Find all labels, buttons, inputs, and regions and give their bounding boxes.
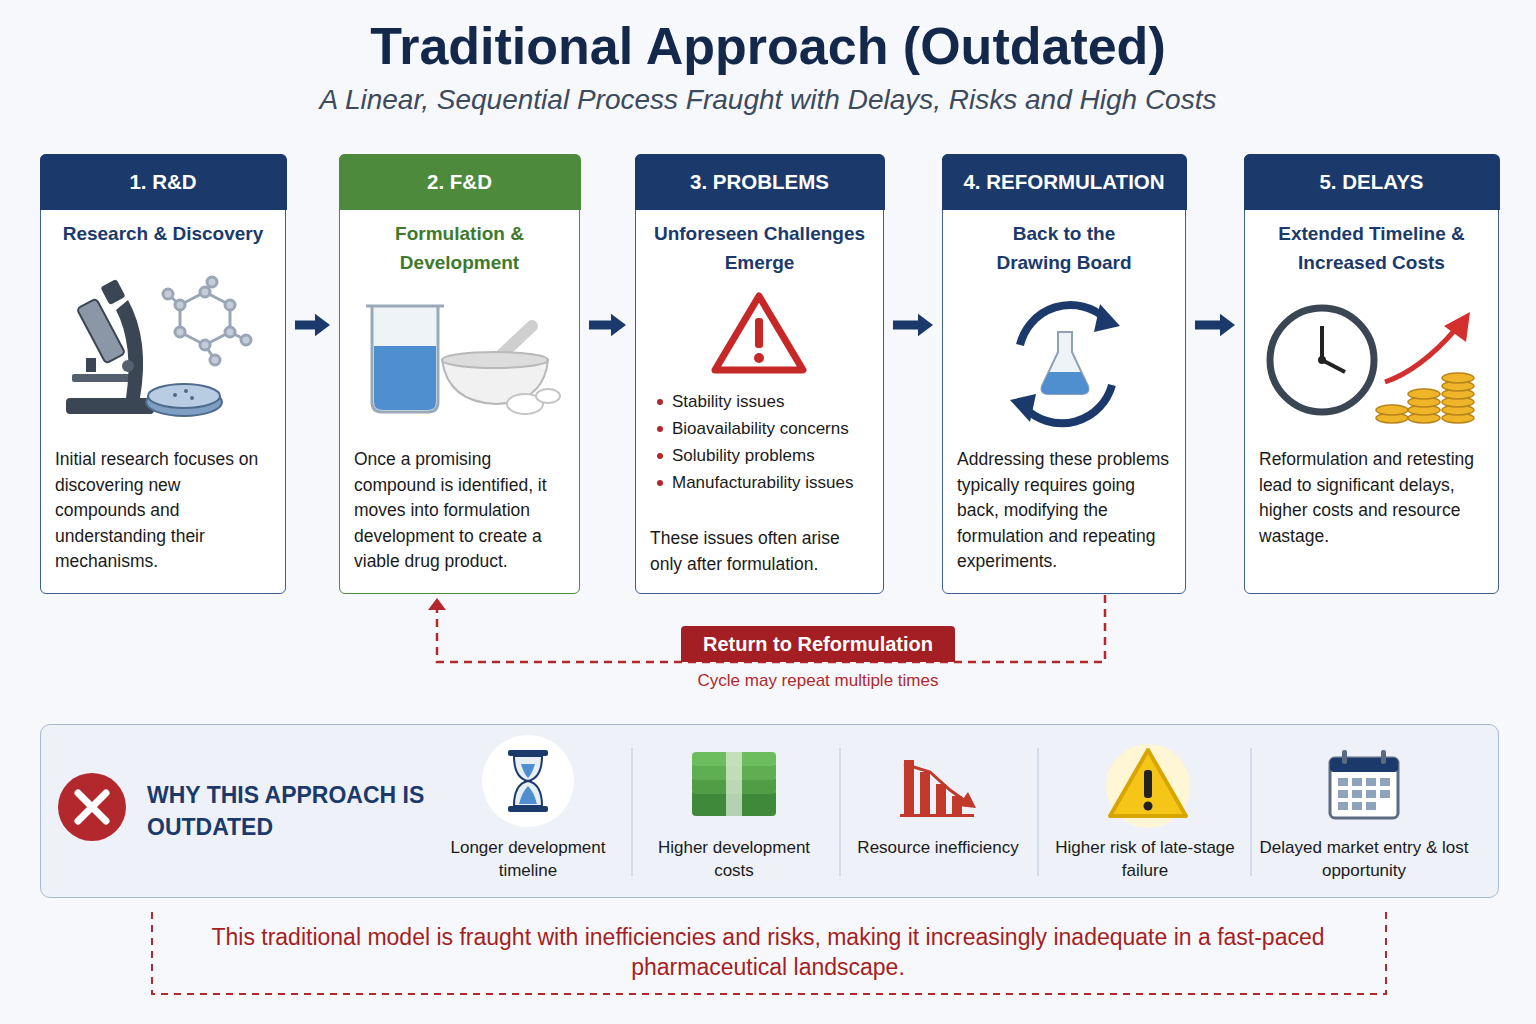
connector-line (893, 321, 919, 330)
box-fill (339, 154, 580, 594)
arrowhead (611, 314, 626, 337)
arrowhead (428, 598, 446, 610)
box-fill (635, 154, 884, 594)
warning-mark (755, 318, 763, 348)
connector (1195, 314, 1235, 337)
money-icon (692, 752, 776, 816)
drawback-item: Longer development timeline (433, 836, 623, 882)
step-header: 1. R&D (41, 155, 285, 209)
summary-panel: WHY THIS APPROACH IS OUTDATED (40, 724, 1499, 898)
caption-bracket (152, 912, 1386, 994)
bullet-item: Bioavailability concerns (672, 418, 875, 440)
arrowhead (1220, 314, 1235, 337)
process-box: 3. PROBLEMS Unforeseen Challenges EmergeS… (635, 154, 884, 594)
rising-arrow (1385, 330, 1455, 382)
molecule-icon (163, 277, 251, 365)
mortar-icon (442, 326, 560, 414)
caption: This traditional model is fraught with i… (190, 922, 1346, 982)
warning-icon (715, 296, 803, 370)
process-box: 4. REFORMULATION Back to the Drawing Boar… (942, 154, 1186, 594)
step-description: Once a promising compound is identified,… (354, 447, 567, 575)
arrowhead (315, 314, 330, 337)
connector (589, 314, 626, 337)
flask-icon (1042, 332, 1089, 394)
subtitle: A Linear, Sequential Process Fraught wit… (0, 84, 1536, 116)
drawback-item: Higher risk of late-stage failure (1045, 836, 1245, 882)
edge-label: Return to Reformulation (681, 626, 955, 662)
step-description: Initial research focuses on discovering … (55, 447, 273, 575)
decline-chart-icon (900, 760, 976, 817)
drawback-item: Resource inefficiency (848, 836, 1028, 859)
connector (428, 595, 1105, 662)
connector-line (589, 321, 612, 330)
drawback-item: Delayed market entry & lost opportunity (1258, 836, 1470, 882)
cycle-note: Cycle may repeat multiple times (618, 671, 1018, 691)
box-fill (1244, 154, 1499, 594)
step-header: 3. PROBLEMS (636, 155, 883, 209)
bullet-item: Stability issues (672, 391, 875, 413)
step-description: Reformulation and retesting lead to sign… (1259, 447, 1486, 549)
step-header: 2. F&D (340, 155, 579, 209)
step-subtitle: Extended Timeline & Increased Costs (1255, 219, 1488, 277)
step-subtitle: Research & Discovery (51, 219, 275, 248)
process-box: 2. F&D Formulation & DevelopmentOnce a pr… (339, 154, 580, 594)
step-header: 4. REFORMULATION (943, 155, 1185, 209)
connector-line (1195, 321, 1221, 330)
connector-line (295, 321, 316, 330)
connector (893, 314, 933, 337)
petri-dish-icon (146, 384, 222, 416)
x-icon (58, 773, 126, 841)
arrowhead (918, 314, 933, 337)
clock-icon (1270, 308, 1374, 412)
x-mark (78, 793, 106, 821)
return-line (437, 595, 1105, 662)
step-subtitle: Formulation & Development (350, 219, 569, 277)
step-description: These issues often arise only after form… (650, 526, 871, 577)
box-fill (40, 724, 1499, 898)
cycle-arrowhead (1010, 394, 1036, 422)
panel-heading: WHY THIS APPROACH IS OUTDATED (147, 779, 427, 843)
beaker-icon (366, 306, 444, 412)
step-header: 5. DELAYS (1245, 155, 1498, 209)
hourglass-icon (482, 735, 574, 827)
bullet-item: Solubility problems (672, 445, 875, 467)
calendar-icon (1330, 750, 1398, 818)
bullet-item: Manufacturability issues (672, 472, 875, 494)
warning-dot (754, 353, 764, 363)
drawback-item: Higher development costs (639, 836, 829, 882)
title: Traditional Approach (Outdated) (0, 16, 1536, 76)
box-fill (40, 154, 286, 594)
step-subtitle: Back to the Drawing Board (982, 219, 1147, 277)
microscope-icon (66, 279, 154, 414)
rising-arrowhead (1444, 312, 1470, 342)
step-description: Addressing these problems typically requ… (957, 447, 1173, 575)
process-box: 5. DELAYS Extended Timeline & Increased C… (1244, 154, 1499, 594)
process-box: 1. R&D Research & DiscoveryInitial resear… (40, 154, 286, 594)
cycle-arrowhead (1094, 304, 1120, 332)
connector (295, 314, 330, 337)
step-subtitle: Unforeseen Challenges Emerge (646, 219, 873, 277)
caution-icon (1106, 744, 1190, 828)
box-fill (942, 154, 1186, 594)
